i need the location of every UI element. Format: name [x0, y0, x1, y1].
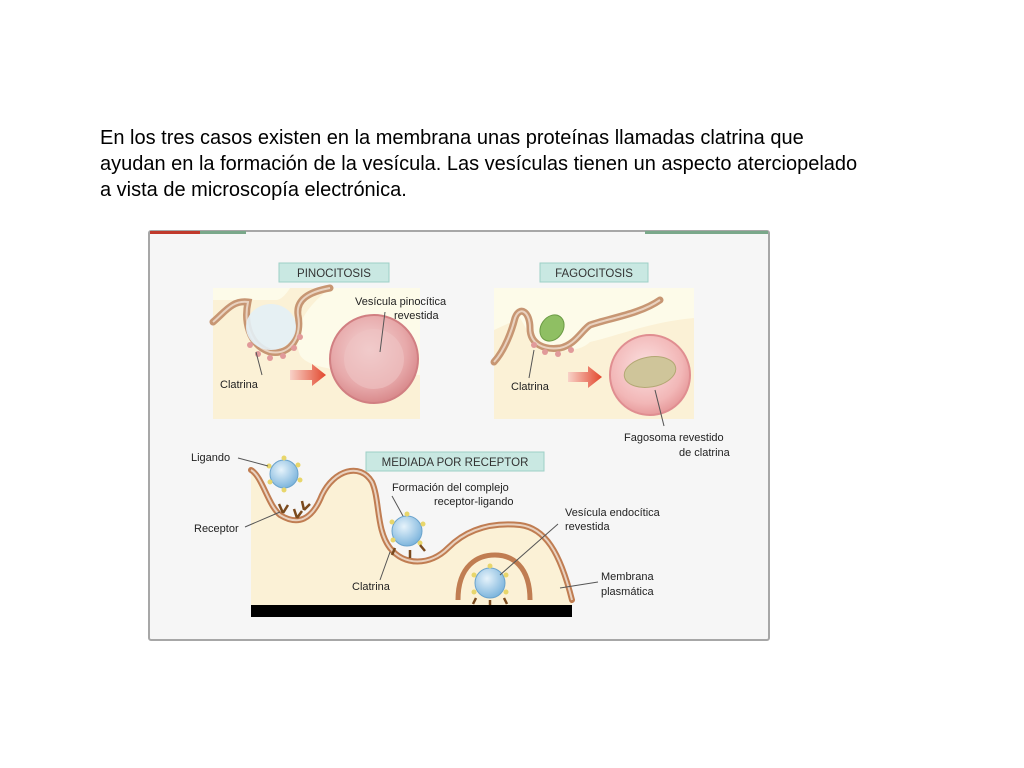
receptor-clathrin-label: Clatrina [352, 581, 391, 593]
fagocitosis-clathrin-label: Clatrina [511, 381, 550, 393]
complex-label-1: Formación del complejo [392, 482, 509, 494]
ligand-particle [266, 455, 303, 493]
receptor-panel: MEDIADA POR RECEPTOR Ligando Receptor Fo… [191, 451, 661, 617]
intro-line-3: a vista de microscopía electrónica. [100, 179, 407, 201]
intro-paragraph: En los tres casos existen en la membrana… [100, 125, 980, 203]
endocytic-vesicle-label-1: Vesícula endocítica [565, 507, 661, 519]
receptor-title: MEDIADA POR RECEPTOR [365, 451, 545, 472]
receptor-ligand-complex [389, 511, 426, 558]
pinocitosis-title: PINOCITOSIS [278, 262, 390, 283]
fagocitosis-panel: FAGOCITOSIS Clatrina Fagosoma revestido … [490, 262, 731, 459]
phagosome-label-2: de clatrina [679, 447, 731, 459]
receptor-label: Receptor [194, 523, 239, 535]
pinocitosis-clathrin-label: Clatrina [220, 379, 259, 391]
membrane-label-1: Membrana [601, 571, 654, 583]
endocytic-vesicle [471, 563, 509, 605]
svg-text:FAGOCITOSIS: FAGOCITOSIS [555, 268, 633, 280]
membrane-label-2: plasmática [601, 586, 654, 598]
svg-text:PINOCITOSIS: PINOCITOSIS [297, 268, 371, 280]
food-particle [539, 314, 565, 342]
endocytic-vesicle-label-2: revestida [565, 521, 611, 533]
receptor-proteins [277, 500, 311, 519]
pinocytic-vesicle-label-1: Vesícula pinocítica [355, 296, 447, 308]
pinocytic-vesicle-label-2: revestida [394, 310, 440, 322]
complex-label-2: receptor-ligando [434, 496, 514, 508]
svg-text:MEDIADA POR RECEPTOR: MEDIADA POR RECEPTOR [382, 457, 529, 469]
intro-line-2: ayudan en la formación de la vesícula. L… [100, 153, 858, 175]
intro-line-1: En los tres casos existen en la membrana… [100, 127, 804, 149]
cytoplasm-base-bar [251, 605, 572, 617]
ligand-label: Ligando [191, 452, 230, 464]
fagocitosis-title: FAGOCITOSIS [539, 262, 649, 283]
pinocitosis-panel: PINOCITOSIS Vesícula pinocítica revestid… [209, 262, 447, 419]
phagosome-label-1: Fagosoma revestido [624, 432, 724, 444]
